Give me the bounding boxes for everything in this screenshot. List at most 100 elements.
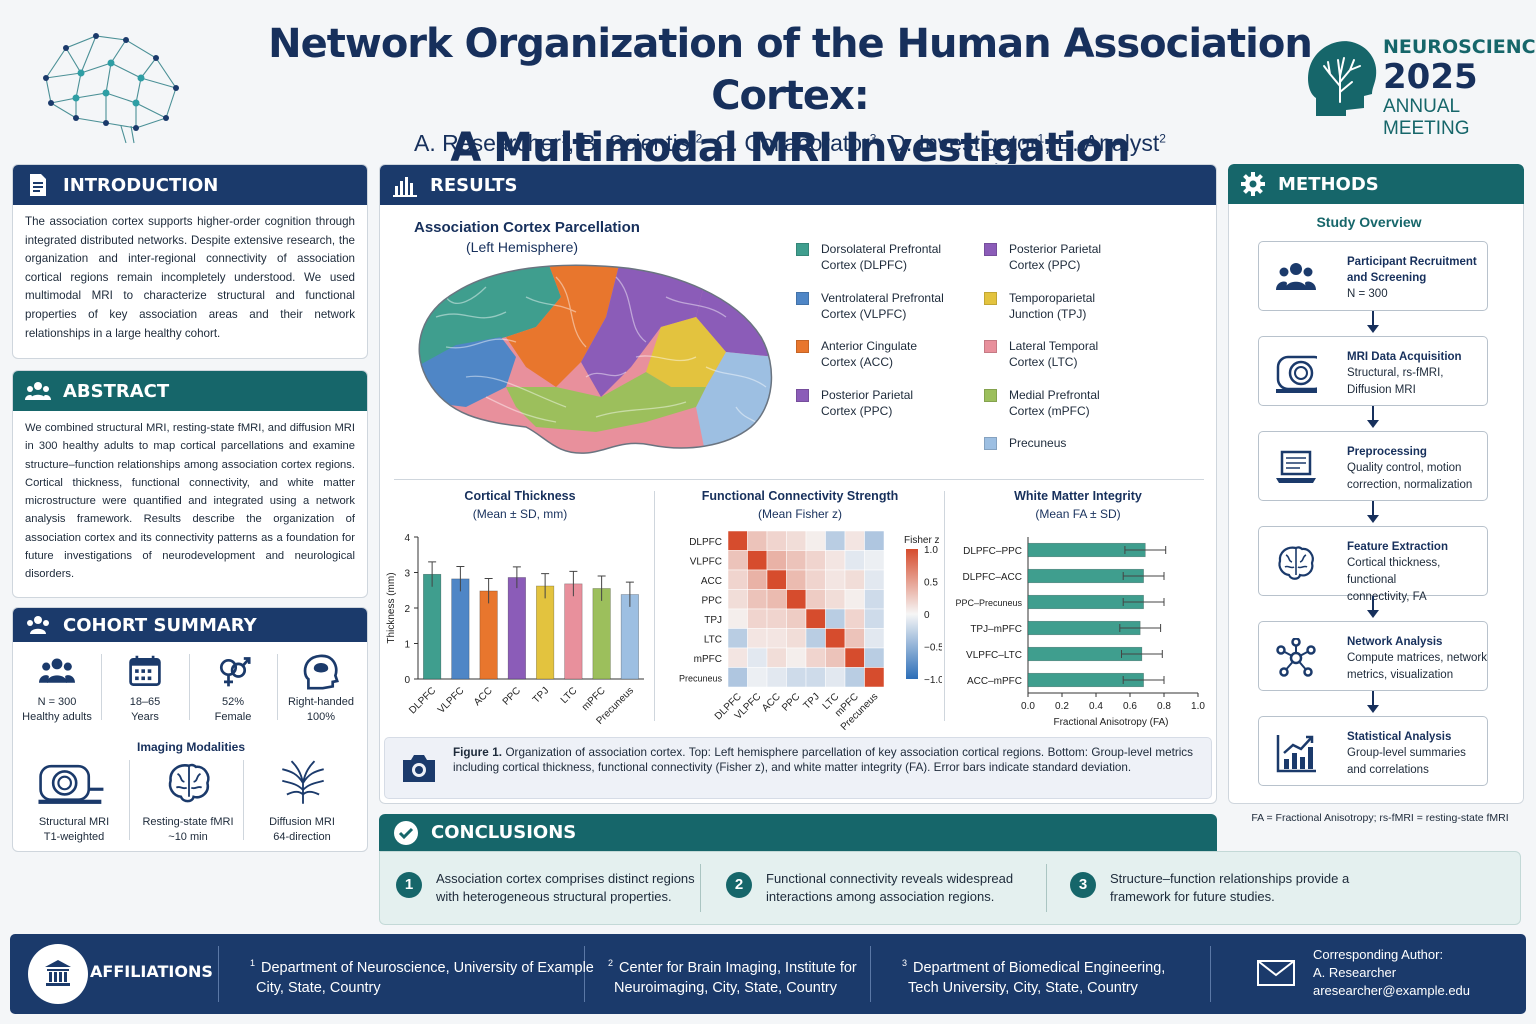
heatmap-cell	[805, 608, 826, 629]
affiliation-line-2: Neuroimaging, City, State, Country	[614, 979, 837, 996]
bar-chart-icon	[393, 177, 417, 197]
conclusions-heading: CONCLUSIONS	[431, 822, 577, 843]
legend-label-line-2: Junction (TPJ)	[1009, 306, 1087, 321]
bar	[479, 590, 498, 680]
bar	[507, 577, 526, 680]
flow-arrow-line	[1372, 406, 1374, 422]
error-bar	[1122, 598, 1165, 606]
check-circle-icon	[394, 821, 418, 845]
methods-footnote: FA = Fractional Anisotropy; rs-fMRI = re…	[1251, 812, 1509, 824]
figure-caption-label: Figure 1.	[453, 746, 502, 759]
modality-detail: 64-direction	[273, 831, 331, 843]
method-step-description-line-1: N = 300	[1347, 288, 1388, 300]
affiliation-line-1-text: Department of Neuroscience, University o…	[261, 959, 594, 976]
legend-label-line-2: Cortex (mPFC)	[1009, 403, 1090, 418]
conclusion-text: Association cortex comprises distinct re…	[436, 870, 695, 906]
x-tick-label: 0.0	[1021, 701, 1035, 712]
y-tick-label: TPJ–mPFC	[970, 624, 1022, 635]
heatmap-cell	[727, 608, 748, 629]
heatmap-cell	[766, 530, 787, 551]
x-tick-label: 1.0	[1191, 701, 1205, 712]
flow-arrow-line	[1372, 501, 1374, 517]
brain-icon	[168, 763, 210, 803]
method-step-title: Preprocessing	[1347, 444, 1427, 460]
legend-swatch	[984, 388, 997, 402]
modality-name: Resting-state fMRI	[142, 816, 234, 828]
participants-icon	[1276, 263, 1316, 290]
cohort-stat-value: N = 300	[37, 696, 77, 708]
abstract-header: ABSTRACT	[13, 371, 367, 411]
legend-label-line-1: Anterior Cingulate	[821, 339, 918, 353]
error-bar	[625, 581, 634, 607]
bar	[536, 585, 555, 680]
corresponding-label: Corresponding Author:	[1313, 947, 1444, 962]
heatmap-cell	[786, 589, 807, 610]
conclusion-text-line-2: with heterogeneous structural properties…	[436, 889, 672, 904]
chart-divider-2	[944, 491, 945, 721]
method-step-title-line-1: Participant Recruitment	[1347, 256, 1477, 268]
method-step-description-line-1: Compute matrices, network	[1347, 652, 1487, 664]
cohort-heading: COHORT SUMMARY	[63, 614, 257, 636]
method-step-description-line-1: Structural, rs-fMRI,	[1347, 367, 1444, 379]
bar	[564, 583, 583, 680]
mri-scanner-icon	[38, 764, 104, 804]
modality-name: Diffusion MRI	[269, 816, 335, 828]
title-line-1: Network Organization of the Human Associ…	[268, 21, 1313, 119]
heatmap-cell	[747, 569, 768, 590]
introduction-panel: INTRODUCTION The association cortex supp…	[12, 164, 368, 359]
heatmap-cell	[766, 608, 787, 629]
footer-separator-1	[218, 946, 219, 1002]
heatmap-cell	[844, 530, 865, 551]
conference-logo-text: NEUROSCIENCE 2025 ANNUAL MEETING	[1383, 36, 1536, 140]
parcellation-subtitle: (Left Hemisphere)	[466, 239, 579, 255]
y-tick-label: 4	[404, 533, 410, 544]
legend-label-line-1: Precuneus	[1009, 436, 1067, 450]
imaging-modality: Resting-state fMRI~10 min	[129, 760, 244, 850]
corresponding-email[interactable]: aresearcher@example.edu	[1313, 983, 1471, 998]
bar	[620, 594, 639, 680]
heatmap-row-label: VLPFC	[690, 556, 722, 567]
heatmap-cell	[864, 530, 885, 551]
error-bar	[512, 566, 521, 589]
bar	[451, 578, 470, 680]
heatmap-cell	[805, 550, 826, 571]
heatmap-cell	[727, 550, 748, 571]
brain-icon	[1278, 546, 1314, 580]
method-step-description: Structural, rs-fMRI,Diffusion MRI	[1347, 365, 1443, 399]
heatmap-cell	[825, 628, 846, 649]
author-affiliation-number: 2	[695, 131, 703, 146]
legend-label-line-1: Posterior Parietal	[1009, 242, 1102, 256]
heatmap-cell	[766, 589, 787, 610]
y-tick-label: 0	[404, 675, 410, 686]
heatmap-row-label: Precuneus	[679, 673, 723, 683]
network-icon	[1276, 638, 1316, 677]
laptop-icon	[1276, 450, 1316, 483]
footer-separator-4	[1210, 946, 1211, 1002]
error-bar	[428, 561, 437, 587]
introduction-heading: INTRODUCTION	[63, 174, 219, 196]
heatmap-cell	[825, 647, 846, 668]
heatmap-cell	[825, 608, 846, 629]
fiber-tract-icon	[282, 760, 324, 804]
cohort-stat-label: Female	[214, 711, 252, 723]
error-bar	[1119, 624, 1162, 632]
heatmap-cell	[805, 530, 826, 551]
heatmap-cell	[727, 628, 748, 649]
affiliation-number: 2	[608, 958, 614, 968]
method-step-title-line-1: Network Analysis	[1347, 636, 1443, 648]
flow-arrow-head	[1367, 705, 1379, 713]
legend-label-line-1: Dorsolateral Prefrontal	[821, 242, 942, 256]
modality-divider	[129, 760, 130, 840]
legend-swatch	[984, 437, 997, 450]
